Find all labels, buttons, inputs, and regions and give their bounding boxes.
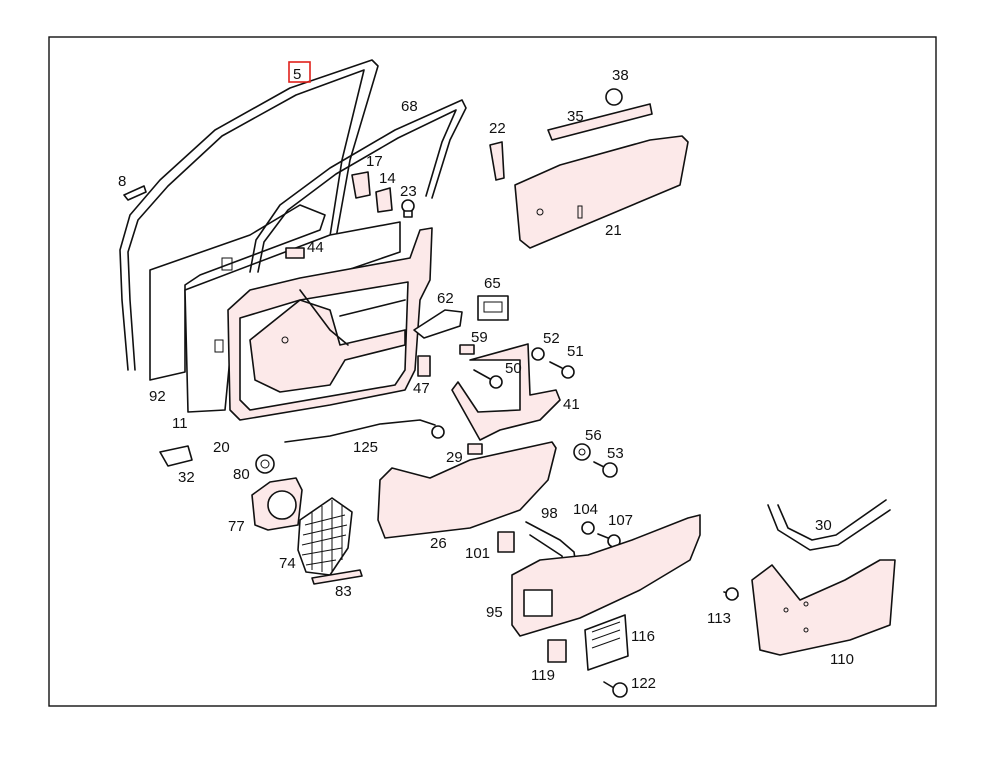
part-38-grommet[interactable] <box>605 88 623 106</box>
part-14-clip[interactable] <box>375 187 393 213</box>
part-74-grille[interactable] <box>297 497 353 576</box>
part-29-clip[interactable] <box>467 443 483 455</box>
part-95-lower-panel[interactable] <box>511 514 701 637</box>
part-5-door-seal[interactable] <box>119 59 379 371</box>
label-53[interactable]: 53 <box>607 445 624 462</box>
part-65-switch[interactable] <box>477 295 509 321</box>
label-59[interactable]: 59 <box>471 329 488 346</box>
label-104[interactable]: 104 <box>573 501 598 518</box>
label-35[interactable]: 35 <box>567 108 584 125</box>
label-110[interactable]: 110 <box>830 651 854 668</box>
part-68-window-channel[interactable] <box>249 99 467 273</box>
part-122-screw[interactable] <box>603 681 628 698</box>
label-50[interactable]: 50 <box>505 360 522 377</box>
label-116[interactable]: 116 <box>631 628 655 645</box>
label-74[interactable]: 74 <box>279 555 296 572</box>
label-47[interactable]: 47 <box>413 380 430 397</box>
label-41[interactable]: 41 <box>563 396 580 413</box>
part-113-screw[interactable] <box>723 587 739 601</box>
label-113[interactable]: 113 <box>707 610 731 627</box>
label-107[interactable]: 107 <box>608 512 633 529</box>
part-26-lower-trim[interactable] <box>377 441 557 539</box>
label-11[interactable]: 11 <box>172 415 188 432</box>
part-21-panel[interactable] <box>514 135 689 249</box>
part-110-panel[interactable] <box>751 559 896 656</box>
label-5[interactable]: 5 <box>293 66 301 83</box>
label-38[interactable]: 38 <box>612 67 629 84</box>
part-59-clip[interactable] <box>459 344 475 355</box>
label-101[interactable]: 101 <box>465 545 490 562</box>
label-83[interactable]: 83 <box>335 583 352 600</box>
part-44-clip[interactable] <box>285 247 305 259</box>
label-122[interactable]: 122 <box>631 675 656 692</box>
label-29[interactable]: 29 <box>446 449 463 466</box>
label-26[interactable]: 26 <box>430 535 447 552</box>
part-23-plug[interactable] <box>401 199 415 218</box>
highlighted-part-box <box>288 61 311 83</box>
label-65[interactable]: 65 <box>484 275 501 292</box>
label-44[interactable]: 44 <box>307 239 324 256</box>
part-41-armrest-bracket[interactable] <box>451 343 561 441</box>
label-30[interactable]: 30 <box>815 517 832 534</box>
label-14[interactable]: 14 <box>379 170 396 187</box>
part-22-bracket[interactable] <box>489 141 505 181</box>
label-62[interactable]: 62 <box>437 290 454 307</box>
label-56[interactable]: 56 <box>585 427 602 444</box>
diagram-frame <box>48 36 937 707</box>
part-52-washer[interactable] <box>531 347 545 361</box>
part-119-clip[interactable] <box>547 639 567 663</box>
label-119[interactable]: 119 <box>531 667 555 684</box>
label-52[interactable]: 52 <box>543 330 560 347</box>
part-47-clip[interactable] <box>417 355 431 377</box>
label-21[interactable]: 21 <box>605 222 622 239</box>
part-8-clip[interactable] <box>123 185 147 201</box>
label-20[interactable]: 20 <box>213 439 230 456</box>
label-77[interactable]: 77 <box>228 518 245 535</box>
label-95[interactable]: 95 <box>486 604 503 621</box>
part-56-washer[interactable] <box>573 443 591 461</box>
part-101-clip[interactable] <box>497 531 515 553</box>
part-30-rail[interactable] <box>767 499 891 551</box>
part-35-strip[interactable] <box>547 103 653 141</box>
label-23[interactable]: 23 <box>400 183 417 200</box>
part-104-grommet[interactable] <box>581 521 595 535</box>
label-125[interactable]: 125 <box>353 439 378 456</box>
part-32-bracket[interactable] <box>159 445 193 467</box>
part-53-screw[interactable] <box>593 461 618 478</box>
label-22[interactable]: 22 <box>489 120 506 137</box>
part-125-cable[interactable] <box>284 419 445 443</box>
part-77-speaker-ring[interactable] <box>251 477 303 531</box>
label-92[interactable]: 92 <box>149 388 166 405</box>
label-80[interactable]: 80 <box>233 466 250 483</box>
part-116-speaker-cover[interactable] <box>584 614 629 671</box>
label-51[interactable]: 51 <box>567 343 584 360</box>
label-68[interactable]: 68 <box>401 98 418 115</box>
part-17-clip[interactable] <box>351 171 371 199</box>
part-80-grommet[interactable] <box>255 454 275 474</box>
part-62-handle[interactable] <box>413 309 463 339</box>
part-83-strip[interactable] <box>311 569 363 585</box>
label-8[interactable]: 8 <box>118 173 126 190</box>
label-98[interactable]: 98 <box>541 505 558 522</box>
part-51-screw[interactable] <box>549 361 575 379</box>
part-50-bolt[interactable] <box>473 369 503 389</box>
part-20-door-trim[interactable] <box>227 227 433 421</box>
label-17[interactable]: 17 <box>366 153 383 170</box>
label-32[interactable]: 32 <box>178 469 195 486</box>
